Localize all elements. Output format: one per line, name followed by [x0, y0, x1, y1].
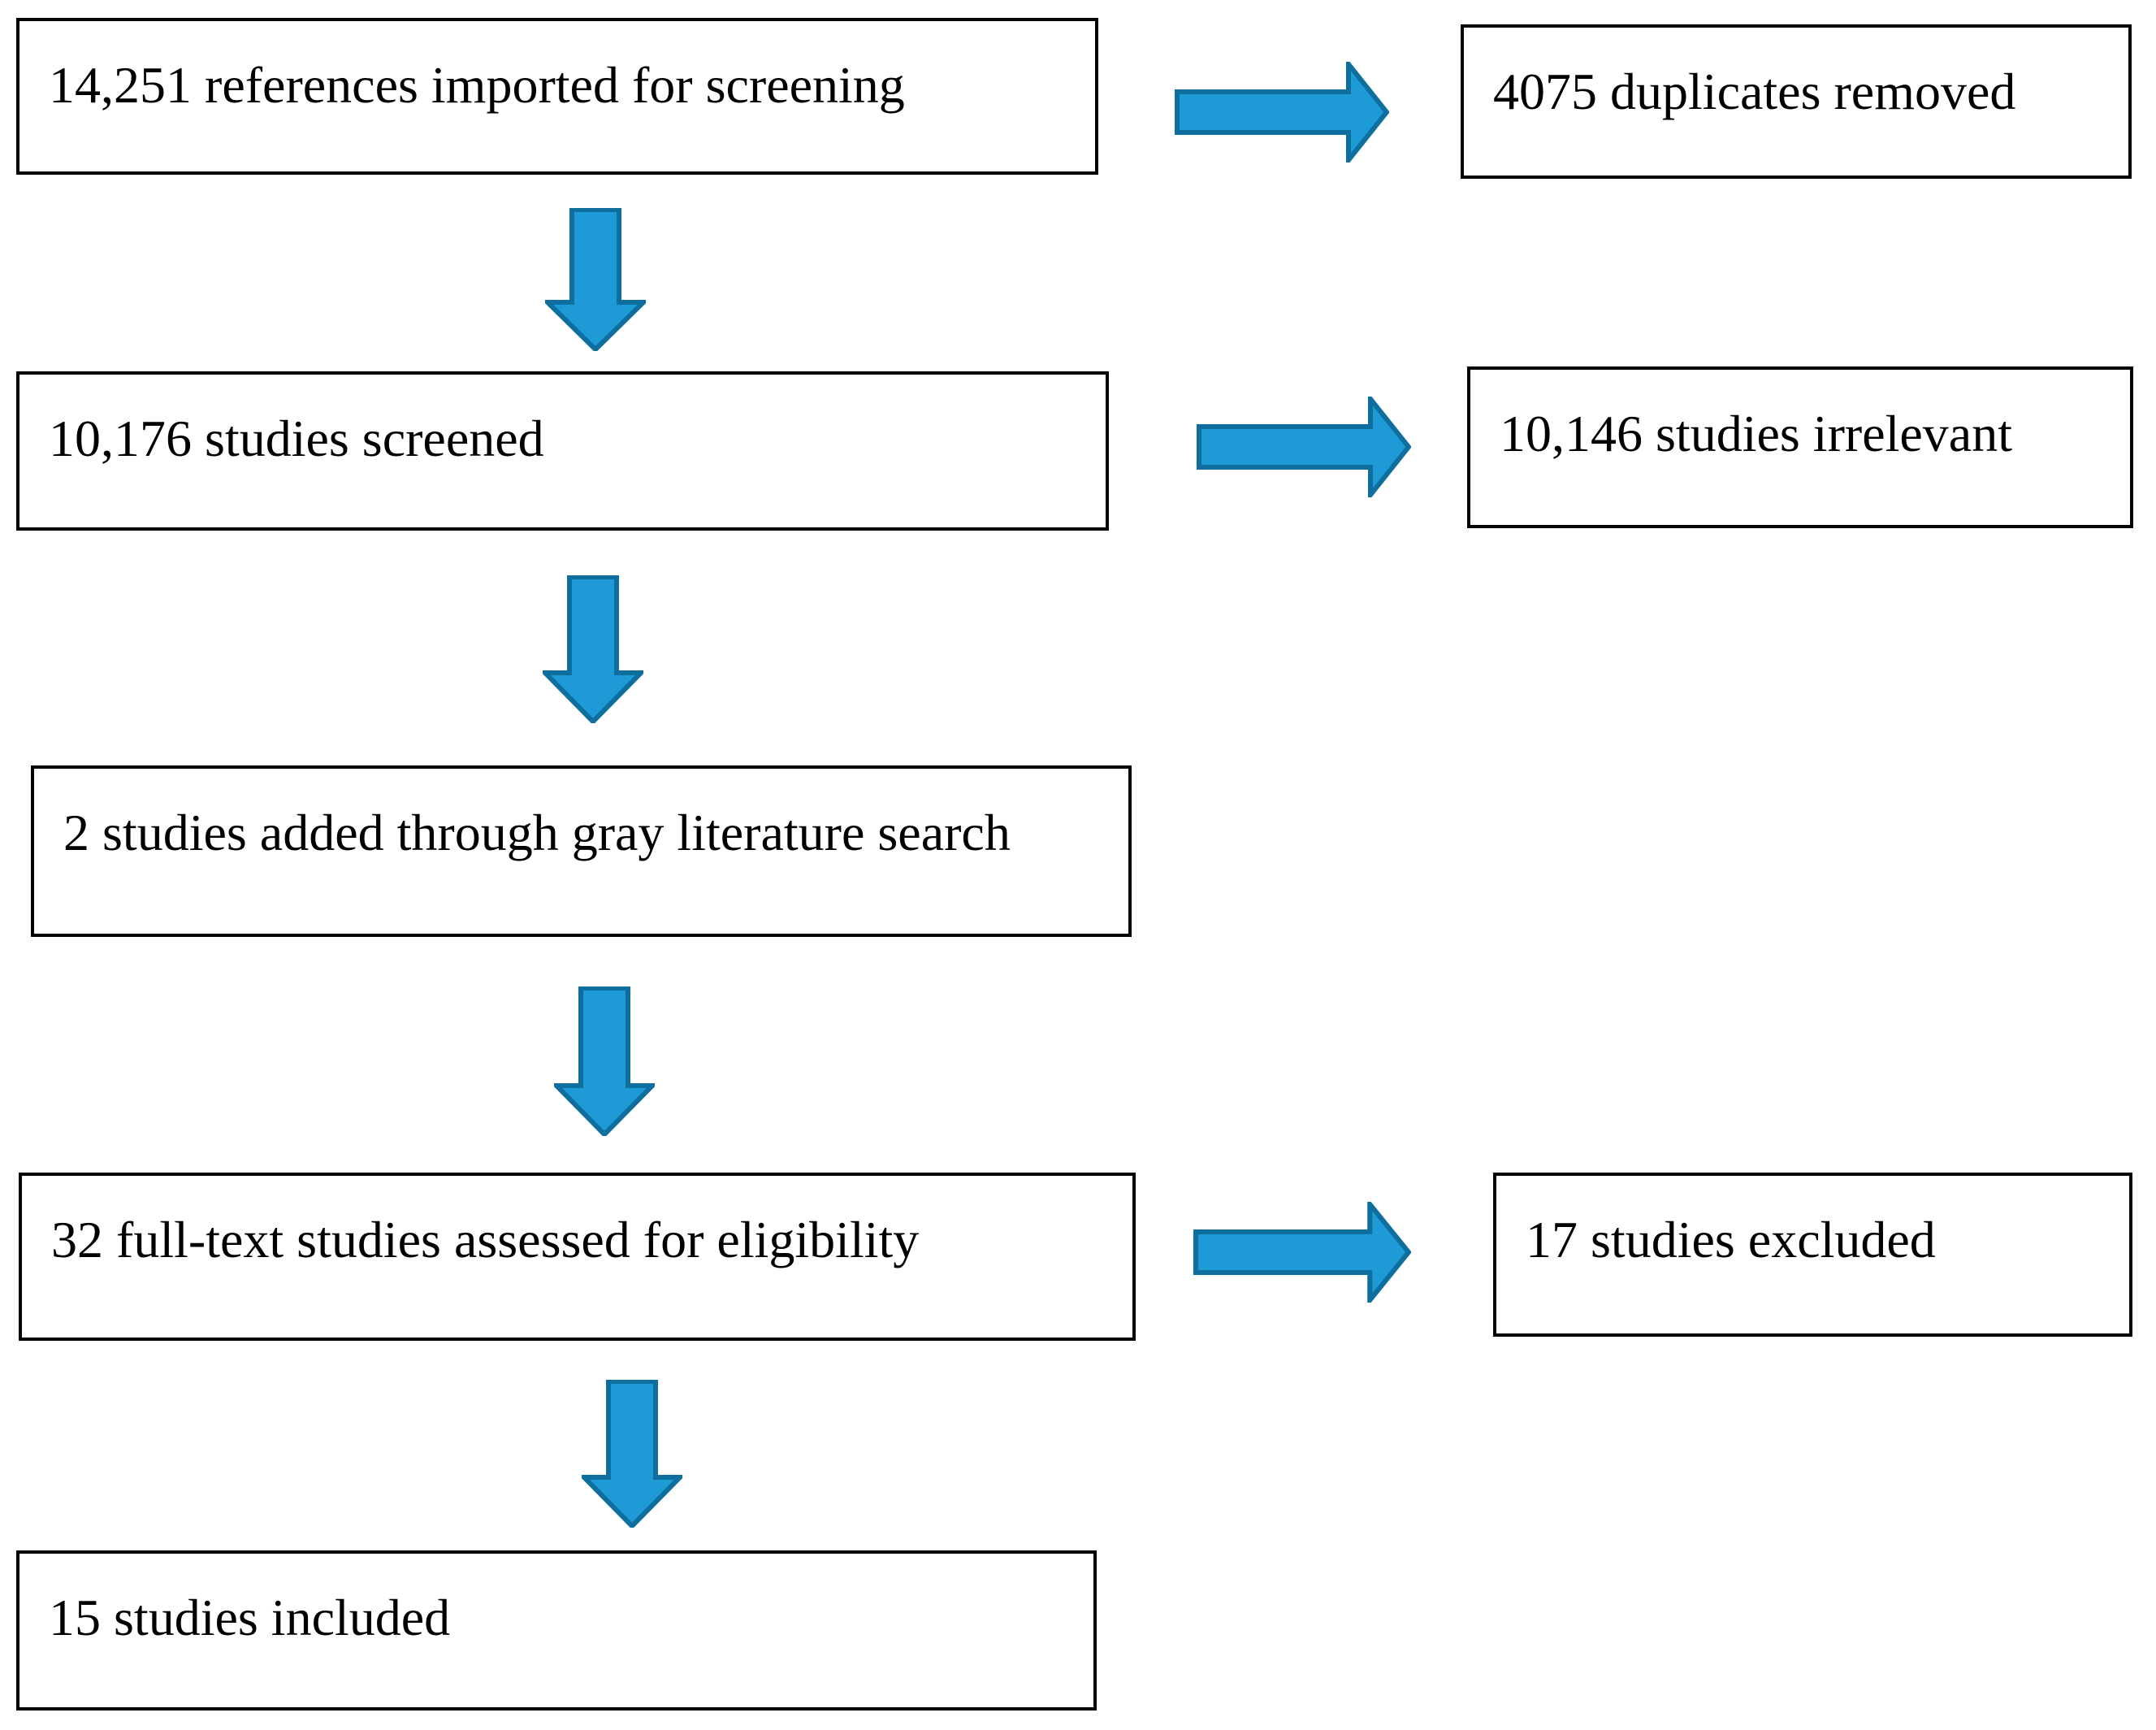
box-gray-literature-added: 2 studies added through gray literature …: [31, 765, 1132, 937]
box-fulltext-assessed: 32 full-text studies assessed for eligib…: [19, 1173, 1136, 1341]
box-gray-literature-added-label: 2 studies added through gray literature …: [63, 804, 1011, 861]
box-studies-included: 15 studies included: [16, 1550, 1097, 1710]
arrow-right-imported-to-duplicates-icon: [1175, 62, 1389, 163]
box-fulltext-assessed-label: 32 full-text studies assessed for eligib…: [51, 1211, 920, 1268]
arrow-down-fulltext-to-included-icon: [582, 1380, 682, 1528]
box-studies-screened-label: 10,176 studies screened: [49, 410, 544, 467]
arrow-down-imported-to-screened-icon: [545, 208, 646, 351]
box-studies-included-label: 15 studies included: [49, 1589, 451, 1646]
arrow-right-fulltext-to-excluded-icon: [1193, 1202, 1411, 1303]
box-studies-screened: 10,176 studies screened: [16, 371, 1109, 531]
box-studies-excluded-label: 17 studies excluded: [1526, 1211, 1936, 1268]
box-references-imported: 14,251 references imported for screening: [16, 18, 1098, 175]
box-duplicates-removed: 4075 duplicates removed: [1461, 24, 2132, 179]
arrow-down-screened-to-gray-icon: [543, 575, 643, 723]
arrow-down-gray-to-fulltext-icon: [554, 986, 655, 1136]
box-references-imported-label: 14,251 references imported for screening: [49, 56, 905, 114]
box-studies-irrelevant: 10,146 studies irrelevant: [1467, 366, 2133, 528]
box-studies-irrelevant-label: 10,146 studies irrelevant: [1500, 405, 2012, 462]
box-studies-excluded: 17 studies excluded: [1493, 1173, 2132, 1337]
arrow-right-screened-to-irrelevant-icon: [1197, 397, 1411, 497]
box-duplicates-removed-label: 4075 duplicates removed: [1493, 63, 2016, 120]
